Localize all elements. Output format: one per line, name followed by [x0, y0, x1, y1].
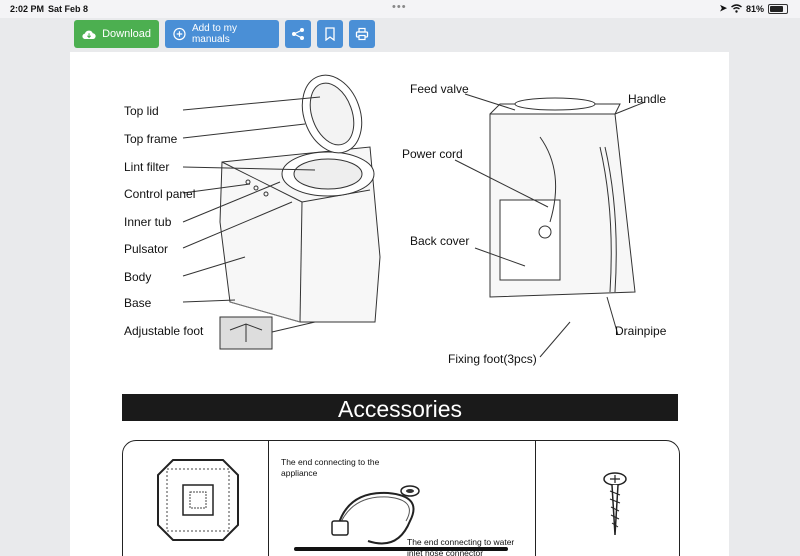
- label-power-cord: Power cord: [402, 147, 463, 161]
- status-date: Sat Feb 8: [48, 4, 89, 14]
- print-icon: [355, 27, 369, 41]
- bookmark-button[interactable]: [317, 20, 343, 48]
- download-label: Download: [102, 28, 151, 40]
- toolbar: Download Add to my manuals: [0, 18, 800, 52]
- drain-filter-image: [157, 459, 239, 541]
- label-adjustable-foot: Adjustable foot: [124, 324, 204, 338]
- bookmark-icon: [325, 27, 335, 41]
- label-base: Base: [124, 296, 152, 310]
- label-feed-valve: Feed valve: [410, 82, 469, 96]
- status-time: 2:02 PM: [10, 4, 45, 14]
- status-right: ➤ 81%: [719, 3, 788, 14]
- plus-circle-icon: [173, 27, 186, 41]
- print-button[interactable]: [349, 20, 375, 48]
- inlet-hose-image: [331, 485, 420, 545]
- hose-note-bottom: The end connecting to water inlet hose c…: [407, 537, 515, 556]
- status-bar: 2:02 PM Sat Feb 8 ••• ➤ 81%: [0, 0, 800, 18]
- battery-icon: [768, 3, 788, 14]
- label-back-cover: Back cover: [410, 234, 470, 248]
- label-drainpipe: Drainpipe: [615, 324, 667, 338]
- label-control-panel: Control panel: [124, 187, 196, 201]
- label-inner-tub: Inner tub: [124, 215, 172, 229]
- share-button[interactable]: [285, 20, 311, 48]
- label-pulsator: Pulsator: [124, 242, 169, 256]
- wifi-icon: [731, 4, 742, 13]
- share-icon: [292, 28, 304, 40]
- home-indicator[interactable]: [294, 547, 508, 551]
- download-button[interactable]: Download: [74, 20, 159, 48]
- multitask-dots-icon[interactable]: •••: [392, 1, 407, 13]
- cloud-download-icon: [82, 30, 96, 39]
- manual-page: Top lid Top frame Lint filter Control pa…: [70, 52, 729, 556]
- label-fixing-foot: Fixing foot(3pcs): [448, 352, 537, 366]
- add-to-manuals-label: Add to my manuals: [191, 23, 237, 45]
- label-top-lid: Top lid: [124, 104, 159, 118]
- screw-image: [603, 472, 627, 536]
- accessories-table: The end connecting to the appliance The …: [122, 440, 680, 556]
- label-top-frame: Top frame: [124, 132, 178, 146]
- label-lint-filter: Lint filter: [124, 160, 170, 174]
- washer-diagram: [182, 74, 646, 358]
- accessories-heading: Accessories: [122, 394, 678, 422]
- battery-percent: 81%: [745, 3, 764, 14]
- location-icon: ➤: [719, 3, 727, 13]
- label-handle: Handle: [628, 92, 667, 106]
- add-to-manuals-button[interactable]: Add to my manuals: [165, 20, 279, 48]
- label-body: Body: [124, 270, 152, 284]
- hose-note-top: The end connecting to the appliance: [281, 457, 380, 478]
